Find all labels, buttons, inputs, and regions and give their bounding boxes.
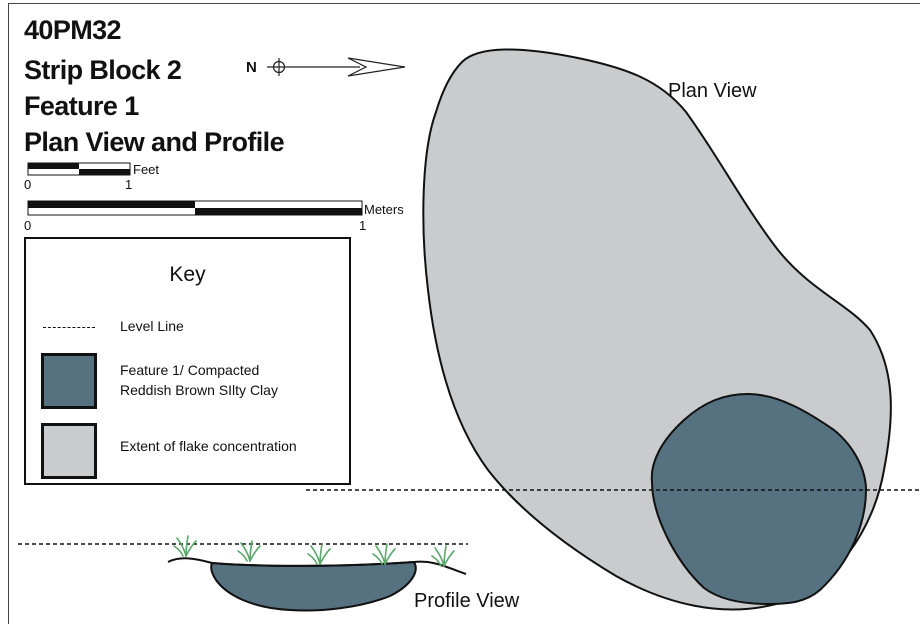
grass-tuft-icon — [237, 540, 261, 562]
legend-flake-label: Extent of flake concentration — [120, 438, 297, 454]
site-number-title: 40PM32 — [24, 15, 122, 45]
legend-level-line-label: Level Line — [120, 318, 184, 334]
feature-swatch — [41, 353, 97, 409]
grass-tuft-icon — [173, 535, 197, 557]
feet-scale-bar — [27, 162, 131, 176]
legend-feature-label-line1: Feature 1/ Compacted — [120, 362, 260, 378]
feet-scale-start: 0 — [24, 177, 32, 192]
flake-swatch — [41, 423, 97, 479]
meters-scale-end: 1 — [359, 218, 367, 233]
feet-scale-end: 1 — [125, 177, 133, 192]
view-type-title: Plan View and Profile — [24, 127, 285, 157]
level-line-symbol — [43, 327, 95, 328]
plan-view-label: Plan View — [668, 80, 757, 102]
meters-scale-start: 0 — [24, 218, 32, 233]
feature-title: Feature 1 — [24, 91, 139, 121]
grass-tuft-icon — [307, 543, 331, 565]
legend-title: Key — [169, 263, 206, 286]
profile-view-label: Profile View — [414, 590, 520, 612]
grass-tuft-icon — [431, 545, 455, 567]
north-label: N — [246, 59, 257, 76]
figure-frame — [8, 3, 920, 624]
legend-feature-label-line2: Reddish Brown SIlty Clay — [120, 382, 278, 398]
grass-tufts — [173, 535, 455, 567]
legend-feature-label: Feature 1/ Compacted Reddish Brown SIlty… — [120, 360, 278, 400]
feet-unit-label: Feet — [133, 162, 160, 177]
feature-1-plan — [650, 392, 868, 606]
meters-unit-label: Meters — [364, 202, 404, 217]
ground-surface-line — [167, 557, 467, 575]
feature-1-profile — [210, 560, 417, 612]
strip-block-title: Strip Block 2 — [24, 55, 182, 85]
grass-tuft-icon — [372, 543, 396, 565]
legend-box: Key Level Line Feature 1/ Compacted Redd… — [24, 237, 351, 485]
north-arrow-icon — [267, 57, 406, 77]
meters-scale-bar — [27, 200, 363, 216]
